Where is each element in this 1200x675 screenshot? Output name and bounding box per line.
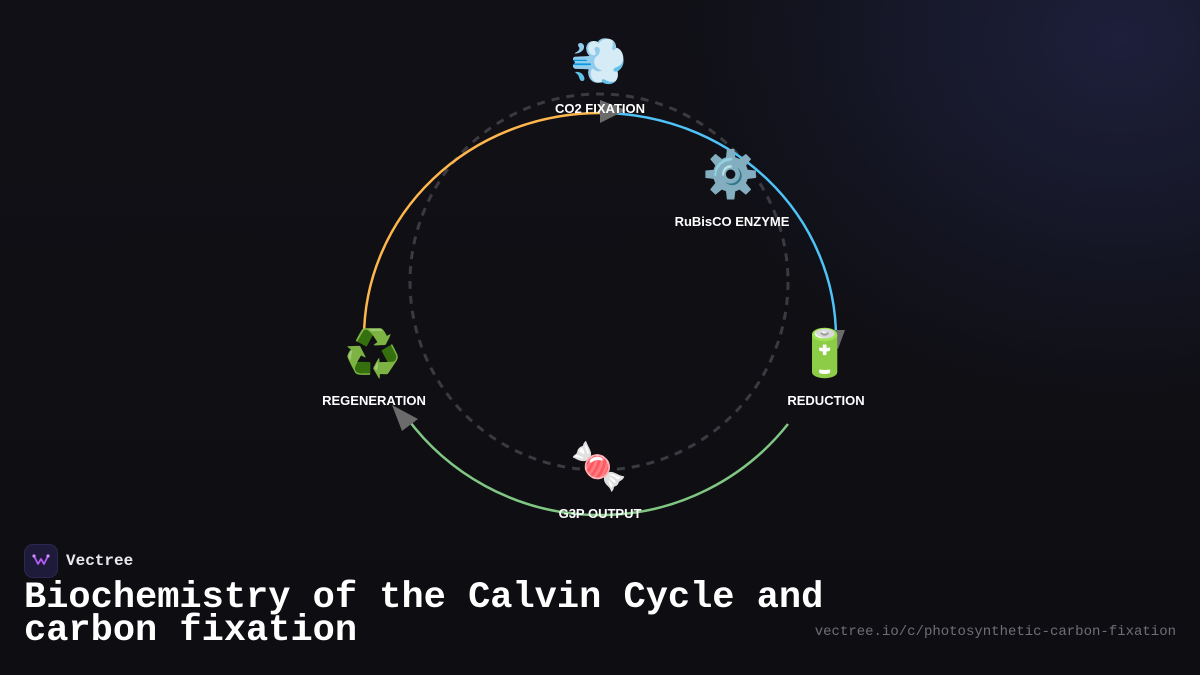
dashed-ring (408, 92, 790, 472)
node-label: CO2 FIXATION (555, 101, 645, 116)
node-rubisco-enzyme: ⚙️ RuBisCO ENZYME (675, 147, 790, 229)
node-g3p-output: 🍬 G3P OUTPUT (559, 439, 642, 521)
candy-icon: 🍬 (570, 439, 627, 493)
node-label: REDUCTION (787, 393, 864, 408)
arrowhead-left (392, 405, 418, 431)
arc-co2-to-reduction (599, 111, 838, 339)
brand: Vectree (24, 544, 133, 578)
arrowhead-right (826, 330, 845, 349)
source-url: vectree.io/c/photosynthetic-carbon-fixat… (814, 624, 1176, 640)
page-title: Biochemistry of the Calvin Cycle and car… (24, 577, 824, 652)
arrowhead-top (600, 100, 626, 123)
brand-name: Vectree (66, 552, 134, 570)
recycle-icon: ♻️ (344, 326, 401, 380)
vectree-logo-icon (24, 544, 58, 578)
node-reduction: 🔋 REDUCTION (787, 326, 864, 408)
battery-icon: 🔋 (796, 326, 853, 380)
arc-regeneration-to-co2 (362, 111, 601, 339)
gear-icon: ⚙️ (702, 147, 759, 201)
node-label: RuBisCO ENZYME (675, 214, 790, 229)
node-co2-fixation: 💨 CO2 FIXATION (555, 34, 645, 116)
node-label: G3P OUTPUT (559, 506, 642, 521)
node-label: REGENERATION (322, 393, 426, 408)
wind-icon: 💨 (570, 34, 627, 88)
arc-reduction-to-regeneration (405, 417, 789, 517)
node-regeneration: ♻️ REGENERATION (322, 326, 426, 408)
